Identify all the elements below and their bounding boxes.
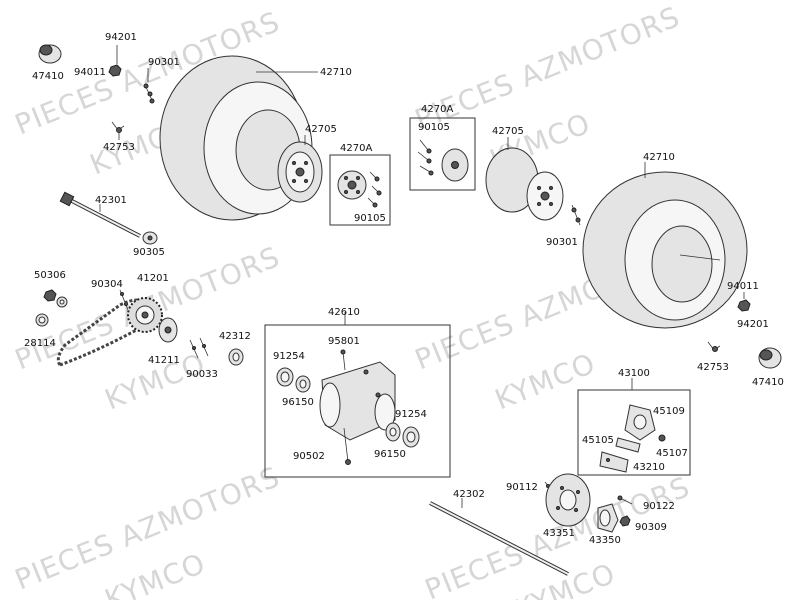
caliper-45109: [624, 404, 666, 442]
part-label: 94011: [727, 281, 759, 292]
nut-94011-right: [737, 299, 751, 312]
part-label: 45105: [582, 435, 614, 446]
disc-43351: [545, 473, 591, 527]
axle-42301: [59, 191, 141, 238]
sprocket-41201: [127, 297, 163, 333]
housing-42610: [319, 361, 396, 441]
part-label: 43351: [543, 528, 575, 539]
valve-42753-left: [111, 121, 125, 133]
part-label: 4270A: [421, 104, 453, 115]
bolt-90502: [343, 427, 351, 465]
hub-43350: [597, 503, 619, 533]
part-label: 91254: [273, 351, 305, 362]
part-label: 43100: [618, 368, 650, 379]
part-label: 42302: [453, 489, 485, 500]
cap-47410-left: [38, 44, 62, 64]
part-label: 45109: [653, 406, 685, 417]
part-label: 41211: [148, 355, 180, 366]
part-label: 90305: [133, 247, 165, 258]
caliper-box: [577, 389, 691, 476]
part-label: 45107: [656, 448, 688, 459]
part-label: 42753: [103, 142, 135, 153]
seal-96150-left: [295, 375, 311, 393]
part-label: 42301: [95, 195, 127, 206]
rim-42705-left: [277, 141, 323, 203]
part-label: 42710: [643, 152, 675, 163]
part-label: 4270A: [340, 143, 372, 154]
part-label: 50306: [34, 270, 66, 281]
part-label: 91254: [395, 409, 427, 420]
tire-42710-right: [582, 171, 748, 329]
part-label: 94201: [737, 319, 769, 330]
bolt-90301-right: [571, 204, 581, 226]
watermark-text: KYMCO: [490, 346, 600, 416]
hub-4270A-left: [337, 170, 382, 208]
part-label: 94201: [105, 32, 137, 43]
bolt-90122: [617, 495, 633, 505]
part-label: 42705: [305, 124, 337, 135]
part-label: 90122: [643, 501, 675, 512]
part-label: 90033: [186, 369, 218, 380]
part-label: 90304: [91, 279, 123, 290]
watermark-text: PIECES AZMOTORS: [410, 0, 684, 136]
part-label: 42710: [320, 67, 352, 78]
rear-axle-42302: [429, 501, 569, 576]
rim-42705-right: [485, 147, 564, 221]
part-label: 94011: [74, 67, 106, 78]
cap-47410-right: [758, 347, 782, 369]
bolts-90033: [189, 337, 209, 359]
hub-box-right: [409, 117, 476, 191]
hub-box-left: [329, 154, 391, 226]
part-label: 28114: [24, 338, 56, 349]
part-label: 43210: [633, 462, 665, 473]
part-label: 96150: [282, 397, 314, 408]
pad-45105: [615, 437, 641, 453]
part-label: 90502: [293, 451, 325, 462]
part-label: 90112: [506, 482, 538, 493]
hub-4270A-right: [417, 139, 469, 182]
part-label: 43350: [589, 535, 621, 546]
part-label: 42705: [492, 126, 524, 137]
nut-94011-left: [108, 64, 122, 77]
part-label: 90301: [546, 237, 578, 248]
part-label: 90309: [635, 522, 667, 533]
bearing-91254-left: [276, 367, 294, 387]
part-labels: 94201 47410 94011 90301 42710 42705 4275…: [24, 32, 784, 546]
part-label: 42610: [328, 307, 360, 318]
nut-90309: [619, 515, 631, 527]
washer-50306: [56, 296, 68, 308]
valve-42753-right: [707, 341, 721, 352]
watermark-layer: PIECES AZMOTORS KYMCO PIECES AZMOTORS KY…: [10, 0, 694, 600]
washer-28114: [35, 313, 49, 327]
part-label: 47410: [32, 71, 64, 82]
seal-42312: [228, 348, 244, 366]
part-label: 42753: [697, 362, 729, 373]
nut-90305: [142, 231, 158, 245]
bolt-90301-left: [143, 83, 155, 104]
housing-box: [264, 324, 451, 478]
seal-96150-right: [385, 422, 401, 442]
part-label: 90105: [418, 122, 450, 133]
part-label: 96150: [374, 449, 406, 460]
part-label: 90105: [354, 213, 386, 224]
bolts-90304: [119, 289, 129, 311]
part-label: 90301: [148, 57, 180, 68]
nut-50306: [43, 289, 57, 302]
bearing-91254-right: [402, 426, 420, 448]
part-label: 47410: [752, 377, 784, 388]
part-label: 42312: [219, 331, 251, 342]
hub-flange-41211: [158, 317, 178, 343]
part-label: 41201: [137, 273, 169, 284]
bolt-95801: [340, 349, 346, 371]
part-label: 95801: [328, 336, 360, 347]
bracket-43210: [599, 451, 629, 473]
